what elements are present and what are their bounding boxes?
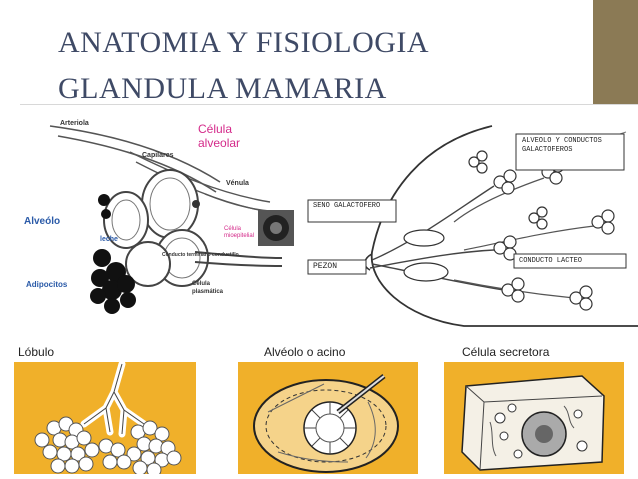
label-seno-galactofero: SENO GALACTOFERO <box>313 202 381 210</box>
celula-illustration <box>461 375 605 471</box>
label-conducto-terminal: Conducto terminal o conductillo <box>162 252 239 258</box>
label-adipocitos: Adipocitos <box>26 280 68 289</box>
label-celula-mioepitelial: Célula mioepitelial <box>224 226 255 239</box>
label-lobulo: Lóbulo <box>18 345 55 359</box>
lobulo-illustration <box>34 362 182 474</box>
label-alveolo-conductos: ALVEOLO Y CONDUCTOS GALACTOFEROS <box>522 137 602 154</box>
alveolo-panel <box>238 362 418 474</box>
alveolo-illustration <box>253 374 399 473</box>
label-leche: leche <box>100 236 118 243</box>
slide-title-line-2: GLANDULA MAMARIA <box>58 72 387 105</box>
accent-bar <box>593 0 638 105</box>
breast-diagram: ALVEOLO Y CONDUCTOS GALACTOFEROS SENO GA… <box>304 122 638 328</box>
alveolus-diagram: Arteriola Capilares Célula alveolar Vénu… <box>20 112 304 322</box>
divider <box>20 104 638 105</box>
label-celula-alveolar: Célula alveolar <box>198 122 241 150</box>
label-conducto-lacteo: CONDUCTO LACTEO <box>519 257 583 265</box>
breast-illustration <box>307 125 638 327</box>
label-pezon: PEZON <box>313 262 338 271</box>
slide-title-line-1: ANATOMIA Y FISIOLOGIA <box>58 26 430 59</box>
label-arteriola: Arteriola <box>60 120 89 127</box>
label-celula-secretora: Célula secretora <box>462 345 550 359</box>
lobulo-panel <box>14 362 196 474</box>
label-alveolo: Alveólo <box>24 216 61 227</box>
label-venula: Vénula <box>226 180 249 187</box>
alveolus-illustration <box>49 125 294 314</box>
celula-panel <box>444 362 624 474</box>
label-alveolo-acino: Alvéolo o acino <box>264 345 346 359</box>
label-capilares: Capilares <box>142 152 174 159</box>
label-celula-plasmatica: Célula plasmática <box>192 281 224 295</box>
